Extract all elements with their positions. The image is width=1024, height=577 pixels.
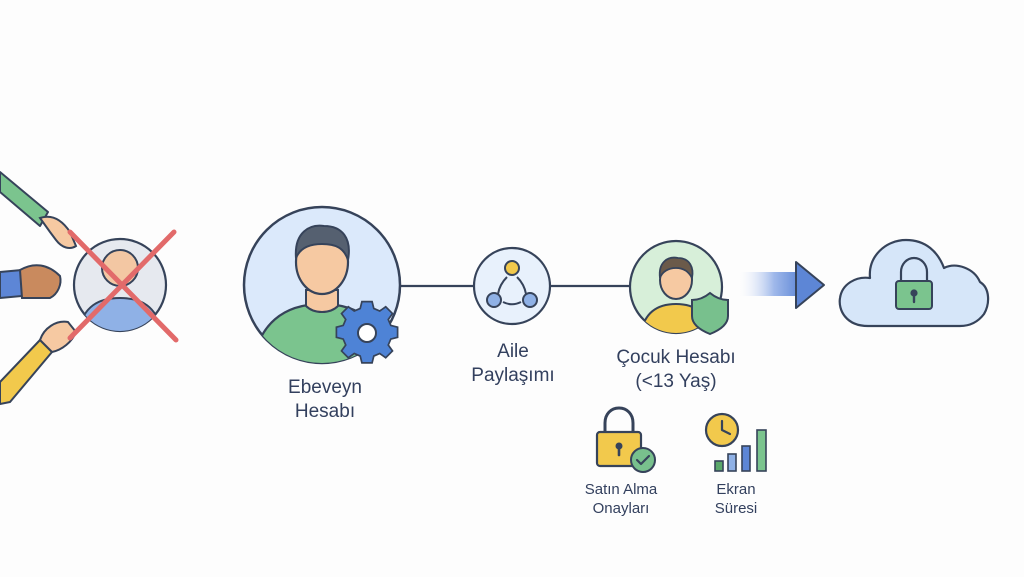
arrow-right-icon (740, 261, 825, 309)
shield-icon (691, 291, 729, 336)
gear-icon (335, 300, 399, 364)
share-network-icon (472, 246, 552, 326)
family-sharing-label: Aile Paylaşımı (471, 341, 555, 387)
parent-account-label: Ebeveyn Hesabı (288, 377, 362, 423)
blocked-hands-icon (0, 171, 179, 405)
padlock-check-icon (595, 406, 656, 473)
purchase-approvals-label: Satın Alma Onayları (584, 481, 658, 517)
cloud-lock-icon (838, 238, 990, 328)
child-account-node (628, 239, 729, 336)
parent-account-node (242, 205, 402, 365)
screen-time-label: Ekran Süresi (714, 481, 758, 517)
child-account-label: Çocuk Hesabı (<13 Yaş) (616, 347, 736, 393)
clock-bars-icon (704, 412, 767, 472)
